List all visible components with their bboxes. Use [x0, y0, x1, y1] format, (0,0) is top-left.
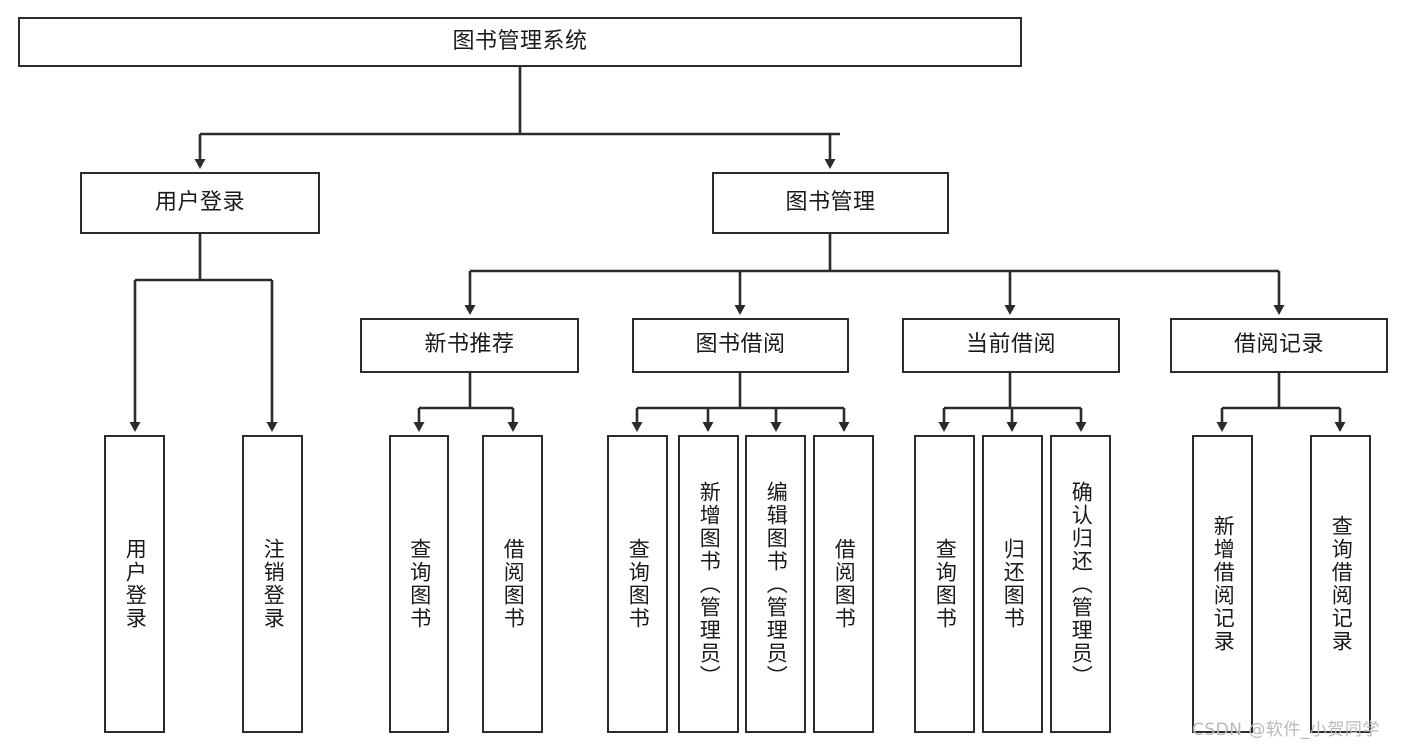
node-book-borrow-label: 图书借阅	[695, 332, 786, 358]
node-borrow-records[interactable]: 借阅记录	[1170, 318, 1388, 373]
node-new-book-recommend-label: 新书推荐	[424, 332, 515, 358]
node-borrow-records-label: 借阅记录	[1233, 332, 1324, 358]
leaf-newbook-query-book-label: 查询图书	[407, 538, 432, 630]
leaf-records-add-record-label: 新增借阅记录	[1211, 515, 1236, 653]
node-book-management-label: 图书管理	[785, 189, 876, 215]
leaf-current-confirm-return-admin[interactable]: 确认归还（管理员）	[1050, 435, 1111, 733]
node-new-book-recommend[interactable]: 新书推荐	[360, 318, 579, 373]
leaf-records-query-record[interactable]: 查询借阅记录	[1310, 435, 1371, 733]
leaf-borrow-edit-book-admin-label: 编辑图书（管理员）	[764, 480, 789, 688]
node-book-management[interactable]: 图书管理	[712, 172, 949, 234]
leaf-current-confirm-return-admin-label: 确认归还（管理员）	[1069, 480, 1094, 688]
leaf-current-query-book[interactable]: 查询图书	[914, 435, 975, 733]
leaf-user-logout-label: 注销登录	[261, 538, 286, 630]
leaf-borrow-lend-book[interactable]: 借阅图书	[813, 435, 874, 733]
leaf-user-logout[interactable]: 注销登录	[242, 435, 303, 733]
leaf-borrow-query-book[interactable]: 查询图书	[607, 435, 668, 733]
leaf-borrow-query-book-label: 查询图书	[626, 538, 651, 630]
leaf-user-login-label: 用户登录	[123, 538, 148, 630]
leaf-borrow-lend-book-label: 借阅图书	[832, 538, 857, 630]
leaf-newbook-borrow-book[interactable]: 借阅图书	[482, 435, 543, 733]
leaf-borrow-add-book-admin[interactable]: 新增图书（管理员）	[678, 435, 739, 733]
node-book-borrow[interactable]: 图书借阅	[632, 318, 849, 373]
node-root-label: 图书管理系统	[452, 28, 588, 54]
leaf-records-add-record[interactable]: 新增借阅记录	[1192, 435, 1253, 733]
node-root[interactable]: 图书管理系统	[18, 17, 1022, 67]
leaf-current-return-book-label: 归还图书	[1001, 538, 1026, 630]
leaf-newbook-query-book[interactable]: 查询图书	[389, 435, 449, 733]
leaf-newbook-borrow-book-label: 借阅图书	[501, 538, 526, 630]
leaf-user-login[interactable]: 用户登录	[104, 435, 165, 733]
leaf-borrow-edit-book-admin[interactable]: 编辑图书（管理员）	[745, 435, 806, 733]
node-user-login[interactable]: 用户登录	[80, 172, 320, 234]
leaf-borrow-add-book-admin-label: 新增图书（管理员）	[697, 480, 722, 688]
csdn-watermark: CSDN @软件_小贺同学	[1192, 720, 1380, 740]
node-current-borrow[interactable]: 当前借阅	[902, 318, 1120, 373]
node-current-borrow-label: 当前借阅	[965, 332, 1056, 358]
leaf-records-query-record-label: 查询借阅记录	[1329, 515, 1354, 653]
node-user-login-label: 用户登录	[154, 189, 245, 215]
leaf-current-query-book-label: 查询图书	[933, 538, 958, 630]
leaf-current-return-book[interactable]: 归还图书	[982, 435, 1043, 733]
